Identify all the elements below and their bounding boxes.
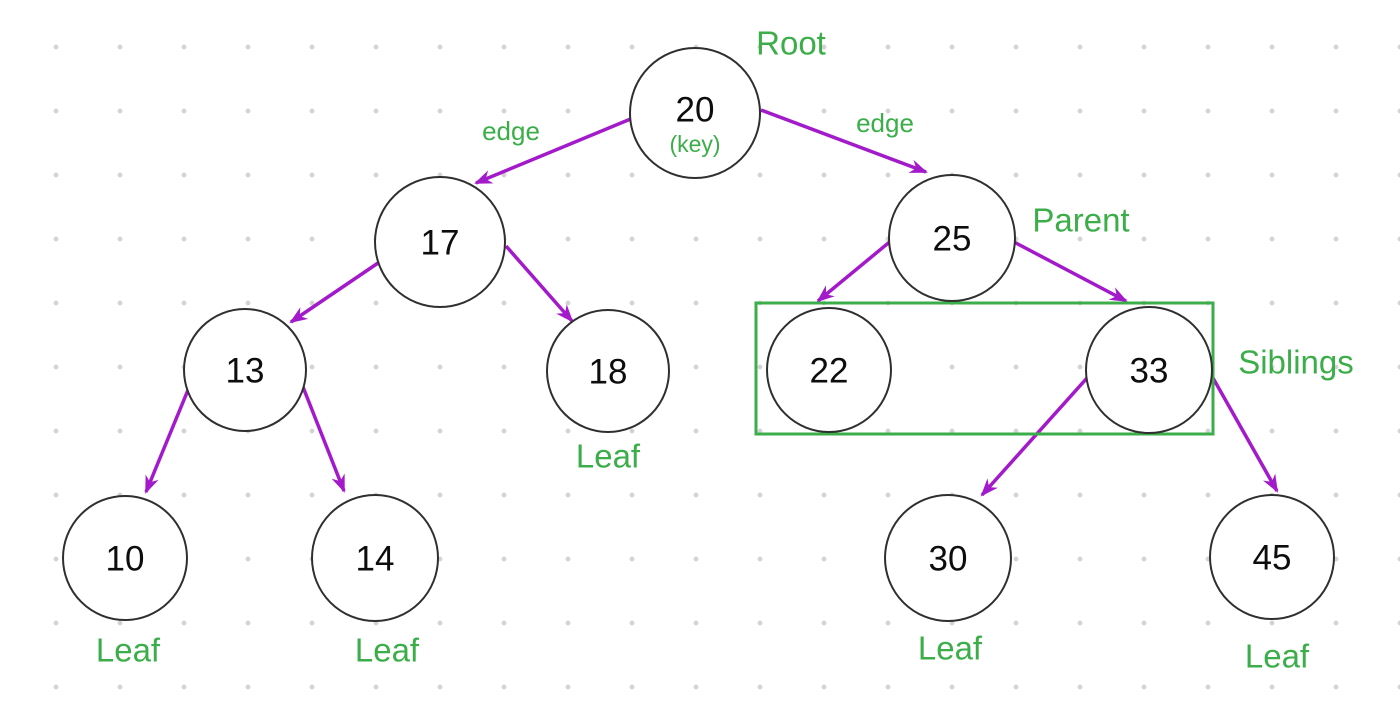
label-leaf: Leaf	[1245, 638, 1310, 675]
node-value-25: 25	[933, 220, 972, 259]
tree-node-45	[1209, 494, 1335, 620]
label-leaf: Leaf	[918, 630, 983, 667]
edge-line-25-22	[816, 238, 894, 303]
siblings-box	[754, 301, 1215, 436]
tree-node-14	[311, 494, 439, 622]
tree-node-20	[629, 47, 761, 179]
label-parent: Parent	[1032, 202, 1129, 239]
node-value-10: 10	[106, 540, 145, 579]
tree-node-10	[62, 495, 188, 621]
edge-line-13-14	[301, 386, 346, 493]
edge-line-25-33	[1013, 240, 1128, 303]
node-value-18: 18	[589, 353, 628, 392]
edge-line-33-30	[980, 376, 1089, 497]
label-leaf: Leaf	[96, 632, 161, 669]
edge-line-17-13	[289, 259, 382, 324]
node-value-30: 30	[929, 540, 968, 579]
label-root: Root	[756, 25, 826, 62]
node-value-14: 14	[356, 540, 395, 579]
node-value-20: 20	[676, 91, 715, 130]
edge-line-20-17	[474, 116, 634, 185]
tree-node-17	[374, 176, 506, 308]
tree-node-22	[766, 307, 892, 433]
tree-node-25	[888, 174, 1016, 302]
node-value-33: 33	[1130, 352, 1169, 391]
label-siblings: Siblings	[1238, 344, 1354, 381]
tree-node-13	[183, 308, 307, 432]
node-value-45: 45	[1253, 539, 1292, 578]
label-leaf: Leaf	[355, 632, 420, 669]
tree-node-33	[1085, 306, 1213, 434]
label-leaf: Leaf	[576, 438, 641, 475]
edge-line-13-10	[144, 389, 190, 494]
edge-line-17-18	[504, 244, 574, 323]
edge-line-33-45	[1211, 377, 1279, 493]
label-edge: edge	[482, 116, 540, 146]
label-edge: edge	[856, 108, 914, 138]
node-value-17: 17	[421, 224, 460, 263]
tree-node-18	[546, 309, 670, 433]
tree-node-30	[884, 494, 1012, 622]
node-key-sublabel: (key)	[669, 131, 720, 157]
edge-line-20-25	[760, 108, 928, 174]
node-value-22: 22	[810, 352, 849, 391]
node-value-13: 13	[226, 352, 265, 391]
